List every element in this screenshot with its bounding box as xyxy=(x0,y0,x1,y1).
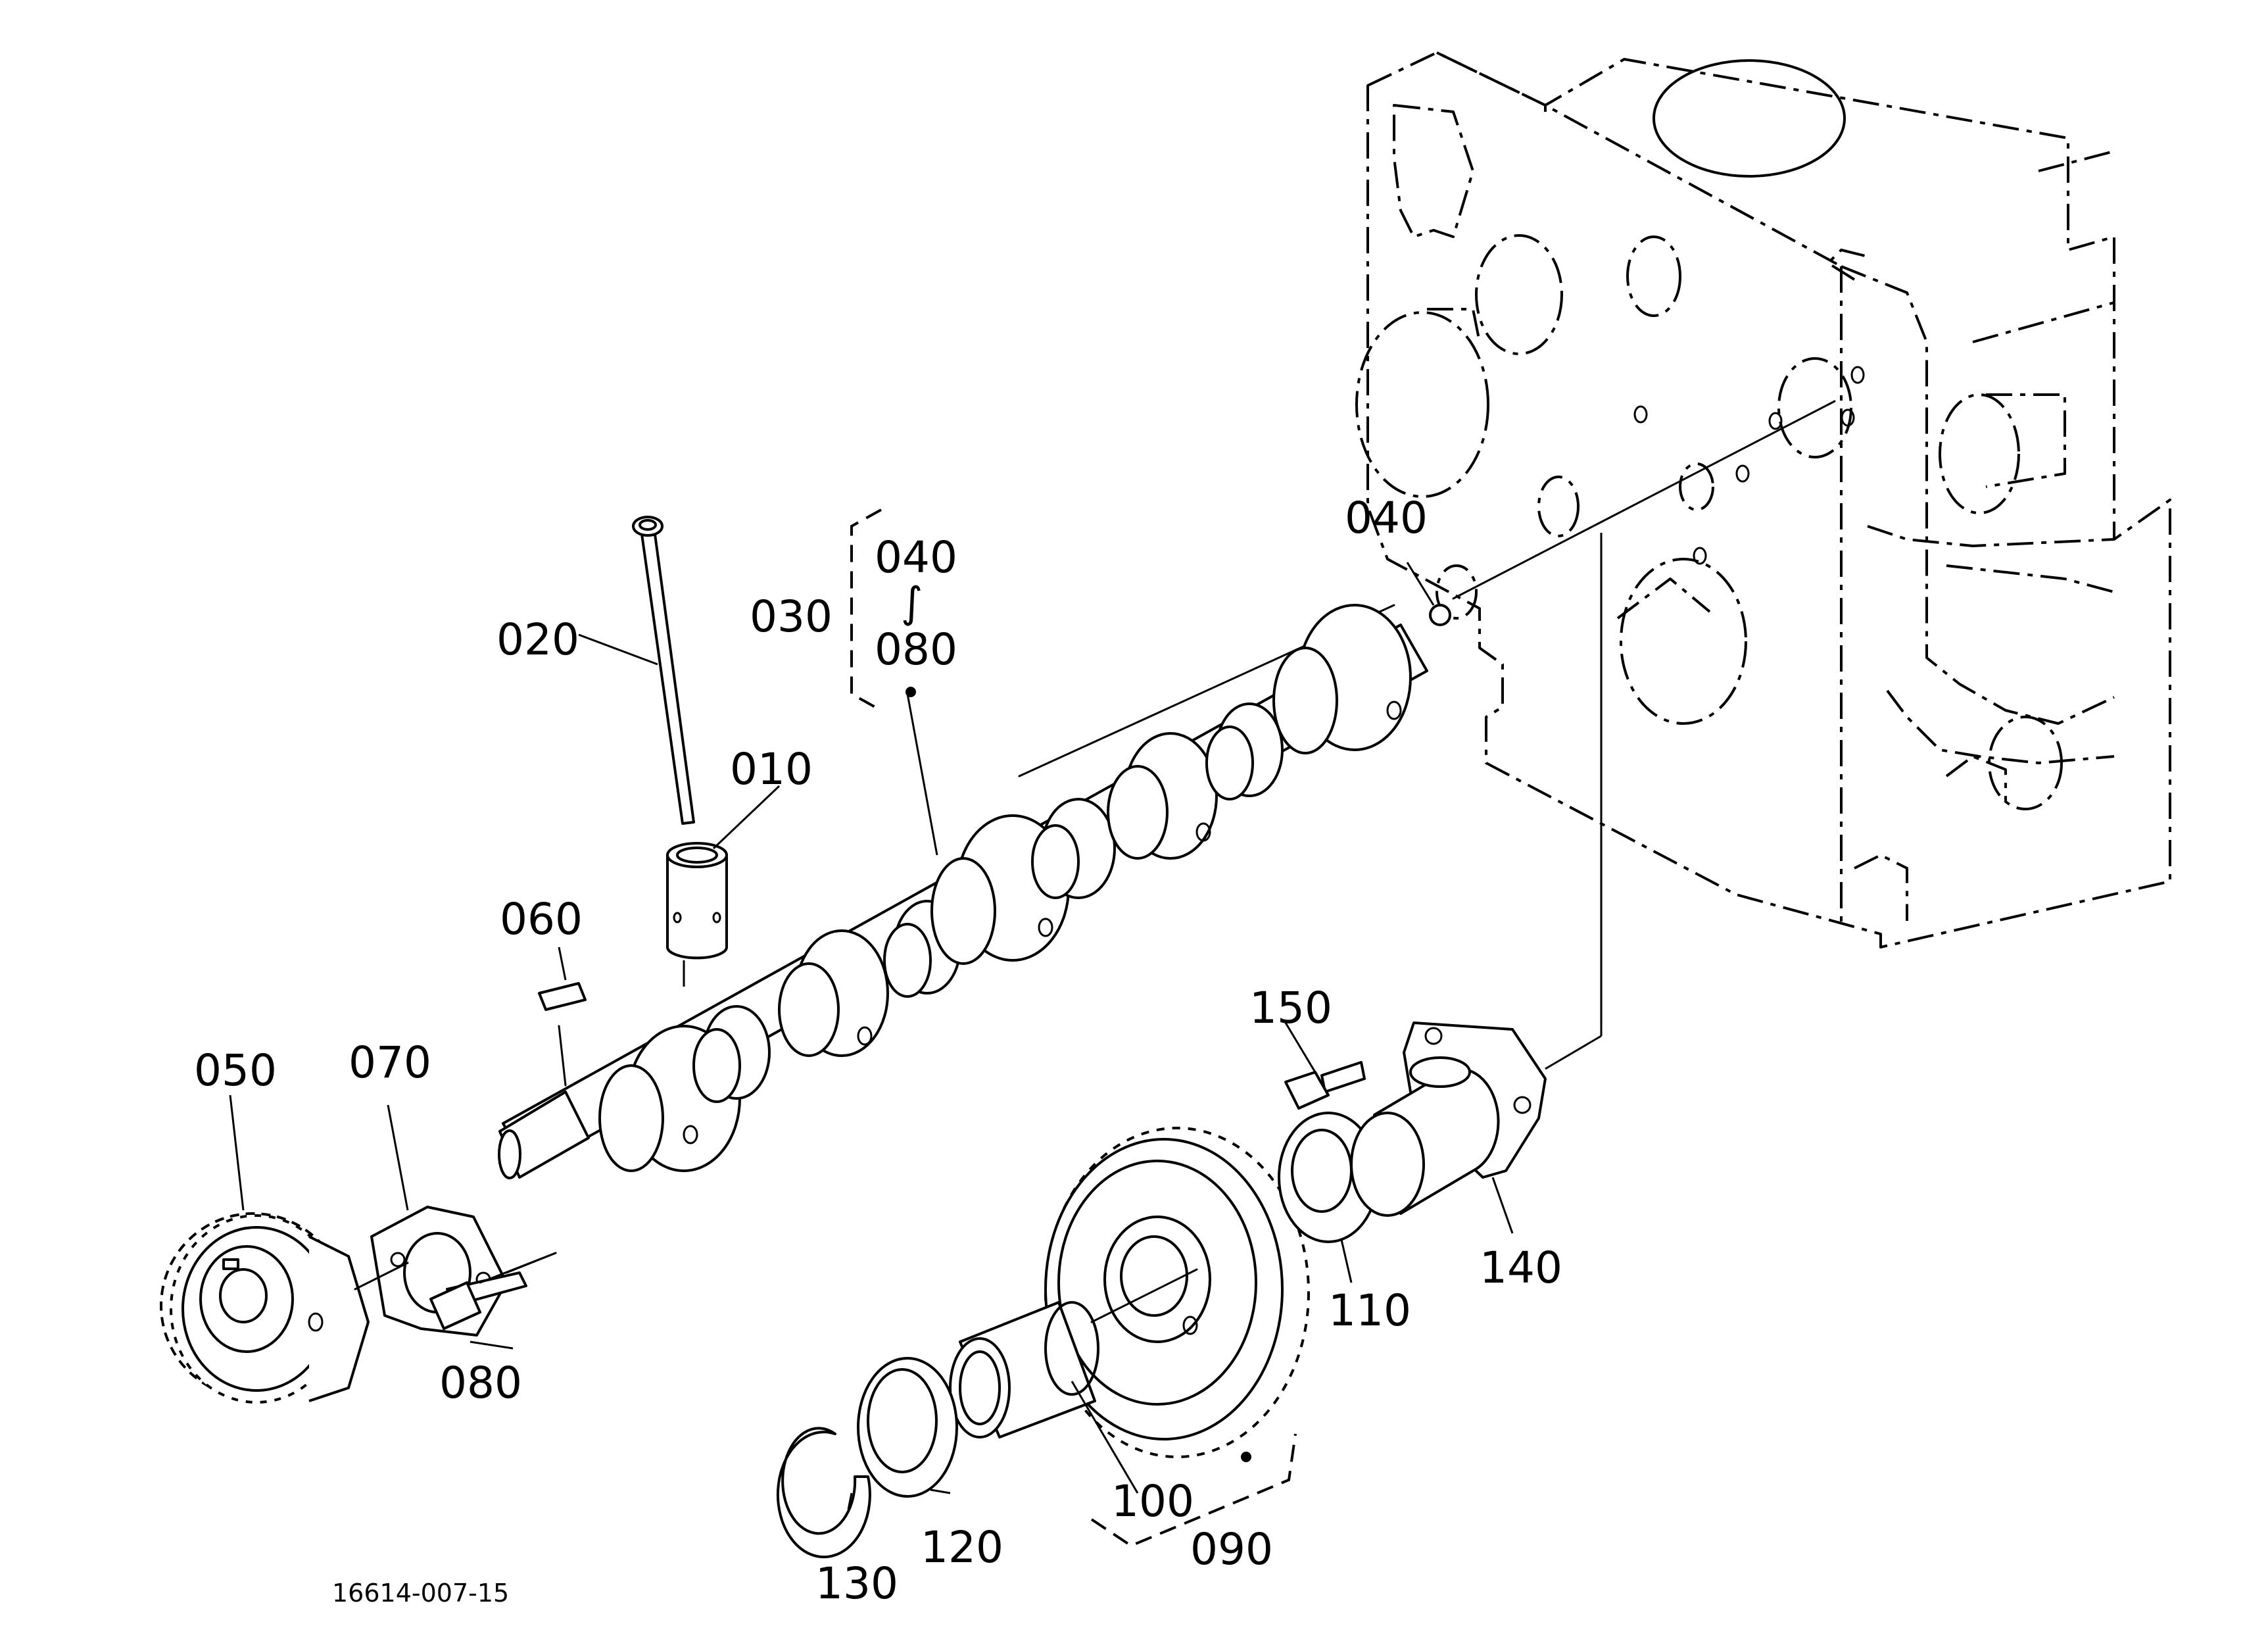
feather-key xyxy=(538,982,587,1087)
callout-030: 030 xyxy=(750,591,832,642)
callout-070: 070 xyxy=(349,1037,431,1088)
callout-080: 080 xyxy=(439,1358,522,1408)
callout-040: 040 xyxy=(1345,493,1428,543)
idle-gear xyxy=(1044,1127,1310,1458)
collar xyxy=(857,1357,958,1498)
bolt xyxy=(1284,1061,1366,1110)
callout-120: 120 xyxy=(921,1522,1003,1573)
camshaft-lobe xyxy=(1107,732,1218,860)
callout-010: 010 xyxy=(730,744,813,795)
leader-lines xyxy=(229,533,1603,1510)
camshaft-lobe xyxy=(1205,702,1284,800)
camshaft-journal xyxy=(1272,604,1412,754)
tappet xyxy=(666,842,728,960)
camshaft-lobe xyxy=(692,1005,771,1103)
callout-020: 020 xyxy=(496,614,579,665)
range-symbol: ∫ xyxy=(901,579,923,627)
thrust-plate xyxy=(354,1206,508,1337)
reference-dot-030 xyxy=(905,687,916,697)
check-ball xyxy=(1429,604,1451,626)
group-bracket-030 xyxy=(850,508,882,712)
camshaft xyxy=(498,604,1428,1179)
callout-110: 110 xyxy=(1328,1285,1411,1336)
camshaft-axis-line xyxy=(1452,400,1836,600)
push-rod xyxy=(632,516,695,825)
callout-130: 130 xyxy=(815,1558,898,1609)
circlip xyxy=(776,1427,871,1559)
screw xyxy=(429,1252,557,1330)
callout-150: 150 xyxy=(1249,983,1332,1033)
callout-labels: 010 020 030 040 ∫ 080 040 050 060 070 08… xyxy=(194,493,1562,1609)
callout-040-range-start: 040 xyxy=(875,532,957,583)
group-bracket-090 xyxy=(1090,1433,1297,1548)
callout-080-range-end: 080 xyxy=(875,624,957,675)
callout-090: 090 xyxy=(1190,1524,1273,1575)
reference-dot-090 xyxy=(1241,1452,1251,1462)
callout-060: 060 xyxy=(500,894,583,945)
camshaft-lobe xyxy=(1031,798,1116,899)
cam-gear xyxy=(160,1212,370,1404)
figure-id: 16614-007-15 xyxy=(332,1579,509,1608)
camshaft-lobe xyxy=(778,929,889,1057)
engine-block-outline xyxy=(1355,51,2171,948)
idle-gear-shaft xyxy=(1350,1021,1547,1217)
callout-050: 050 xyxy=(194,1045,277,1096)
callout-140: 140 xyxy=(1480,1242,1562,1293)
bushing xyxy=(949,1301,1099,1438)
callout-100: 100 xyxy=(1111,1476,1194,1527)
